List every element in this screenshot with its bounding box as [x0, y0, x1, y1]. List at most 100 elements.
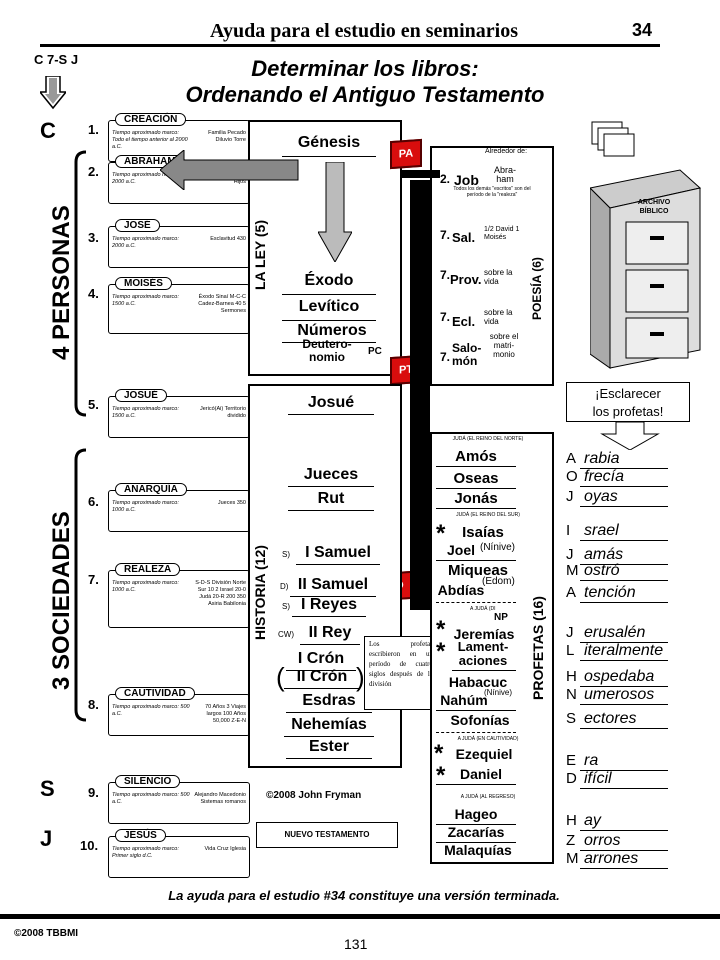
star-isaias: *	[436, 520, 446, 547]
cautividad-note: A JUDÁ (EN CAUTIVIDAD)	[457, 736, 519, 742]
mnemonic-underline	[580, 868, 668, 869]
star-ezequiel: *	[434, 740, 444, 767]
rule	[288, 414, 374, 415]
prefix-s2: S)	[282, 602, 290, 611]
stage-name: MOISÉS	[115, 277, 172, 290]
book-habacuc: Habacuc	[448, 674, 508, 690]
book-daniel: Daniel	[459, 766, 502, 782]
mnemonic-underline	[580, 506, 668, 507]
book-exodo: Éxodo	[304, 272, 354, 289]
rule	[436, 784, 516, 785]
prefix-d: D)	[280, 582, 289, 591]
footer-rule	[0, 914, 720, 919]
rule	[282, 156, 376, 157]
stage-desc: Tiempo aproximado marco: 2000 a.C.	[112, 172, 179, 185]
mnemonic-word: ra	[584, 752, 599, 769]
mnemonic-letter: A	[566, 450, 577, 467]
sal-num: 7.	[440, 228, 451, 242]
book-job: Job	[454, 172, 479, 188]
mnemonic-word: rabia	[584, 450, 620, 467]
left-arrow-icon	[160, 150, 299, 190]
mnemonic-word: arrones	[584, 850, 639, 867]
mnemonic-underline	[580, 830, 668, 831]
stage-name: CREACIÓN	[115, 113, 187, 126]
historia-copyright: ©2008 John Fryman	[266, 790, 362, 801]
book-deut-2: nomio	[309, 350, 345, 364]
prefix-cw: CW)	[278, 630, 294, 639]
mnemonic-letter: A	[566, 584, 577, 601]
ecl-num: 7.	[440, 310, 451, 324]
rule	[290, 596, 376, 597]
rule	[282, 294, 376, 295]
footer-copyright: ©2008 TBBMI	[14, 928, 79, 939]
stage-card-anarquia: ANARQUÍA Tiempo aproximado marco: 1000 a…	[108, 483, 250, 532]
mnemonic-letter: O	[566, 468, 578, 485]
book-miqueas: Miqueas	[447, 562, 508, 579]
mnemonic-letter: H	[566, 668, 577, 685]
stage-num-10: 10.	[80, 838, 99, 853]
mnemonic-word: srael	[584, 522, 619, 539]
rule	[296, 564, 380, 565]
mnemonic-word: orros	[584, 832, 621, 849]
stage-desc: Tiempo aproximado marco: 2000 a.C.	[112, 236, 179, 249]
book-zacarias: Zacarías	[447, 824, 505, 840]
divider-bar-top	[400, 170, 440, 178]
isaias-note: JUDÁ (EL REINO DEL SUR)	[456, 512, 520, 518]
mnemonic-word: tención	[584, 584, 636, 601]
nuevo-testamento-box: NUEVO TESTAMENTO	[256, 822, 398, 848]
stage-name: CAUTIVIDAD	[115, 687, 195, 700]
mnemonic-word: ospedaba	[584, 668, 655, 685]
stage-card-realeza: REALEZA Tiempo aproximado marco: 1000 a.…	[108, 563, 250, 628]
stage-card-jesus: JESÚS Tiempo aproximado marco: Primer si…	[108, 829, 250, 878]
mnemonic-word: erusalén	[584, 624, 646, 641]
stage-num-8: 8.	[88, 697, 99, 712]
mnemonic-underline	[580, 642, 668, 643]
book-lamentaciones: Lament- aciones	[457, 639, 509, 668]
book-2reyes: II Rey	[308, 624, 352, 641]
header-title: Ayuda para el estudio en seminarios	[210, 20, 518, 42]
rule	[286, 758, 372, 759]
edom-note: (Edom)	[482, 576, 515, 587]
profetas-label: PROFETAS (16)	[530, 596, 546, 700]
job-note: Todos los demás "escritos" son del perío…	[453, 186, 531, 198]
book-2samuel: II Samuel	[297, 576, 369, 593]
rule	[436, 710, 516, 711]
file-cabinet-icon	[590, 121, 702, 369]
stage-aside: Jericó(Ai) Territorio dividido	[199, 406, 246, 419]
mnemonic-underline	[580, 540, 668, 541]
profetas-box	[430, 432, 554, 864]
book-amos: Amós	[455, 448, 497, 465]
stage-aside: Alejandro Macedonio Sistemas romanos	[194, 792, 246, 805]
book-malaquias: Malaquías	[444, 842, 512, 858]
book-esdras: Esdras	[302, 692, 356, 709]
rule	[452, 670, 516, 671]
ecl-note: sobre la vida	[484, 308, 513, 326]
poesia-note-top: Alrededor de:	[484, 148, 528, 155]
mnemonic-letter: S	[566, 710, 577, 727]
pc-label: PC	[368, 346, 382, 357]
mnemonic-word: ifícil	[584, 770, 612, 787]
stage-num-3: 3.	[88, 230, 99, 245]
rule	[436, 824, 516, 825]
stage-aside: Éxodo Sinaí M-C-C Cadez-Barnea 40 5 Serm…	[198, 294, 246, 314]
book-hageo: Hageo	[454, 806, 498, 822]
cabinet-label: ARCHIVO BÍBLICO	[637, 199, 671, 215]
letter-s: S	[40, 776, 55, 801]
mnemonic-letter: M	[566, 562, 579, 579]
rule	[436, 732, 516, 734]
book-1samuel: I Samuel	[305, 544, 371, 561]
stage-aside: Familia Pecado Diluvio Torre	[208, 130, 246, 143]
stage-desc: Tiempo aproximado marco: 500 a.C.	[112, 704, 190, 717]
down-arrow-icon	[600, 422, 660, 450]
stage-desc: Tiempo aproximado marco: Primer siglo d.…	[112, 846, 179, 859]
mnemonic-underline	[580, 580, 668, 581]
stage-aside: Esclavitud 430	[210, 236, 246, 242]
stage-aside: Jueces 350	[217, 500, 246, 506]
stage-name: JOSÉ	[115, 219, 160, 232]
mnemonic-letter: N	[566, 686, 577, 703]
book-ezequiel: Ezequiel	[455, 746, 513, 762]
sal-note: 1/2 David 1 Moisés	[484, 226, 520, 241]
mnemonic-letter: D	[566, 770, 577, 787]
group-sociedades: 3 SOCIEDADES	[48, 511, 75, 690]
page-title: Determinar los libros: Ordenando el Anti…	[130, 56, 600, 108]
